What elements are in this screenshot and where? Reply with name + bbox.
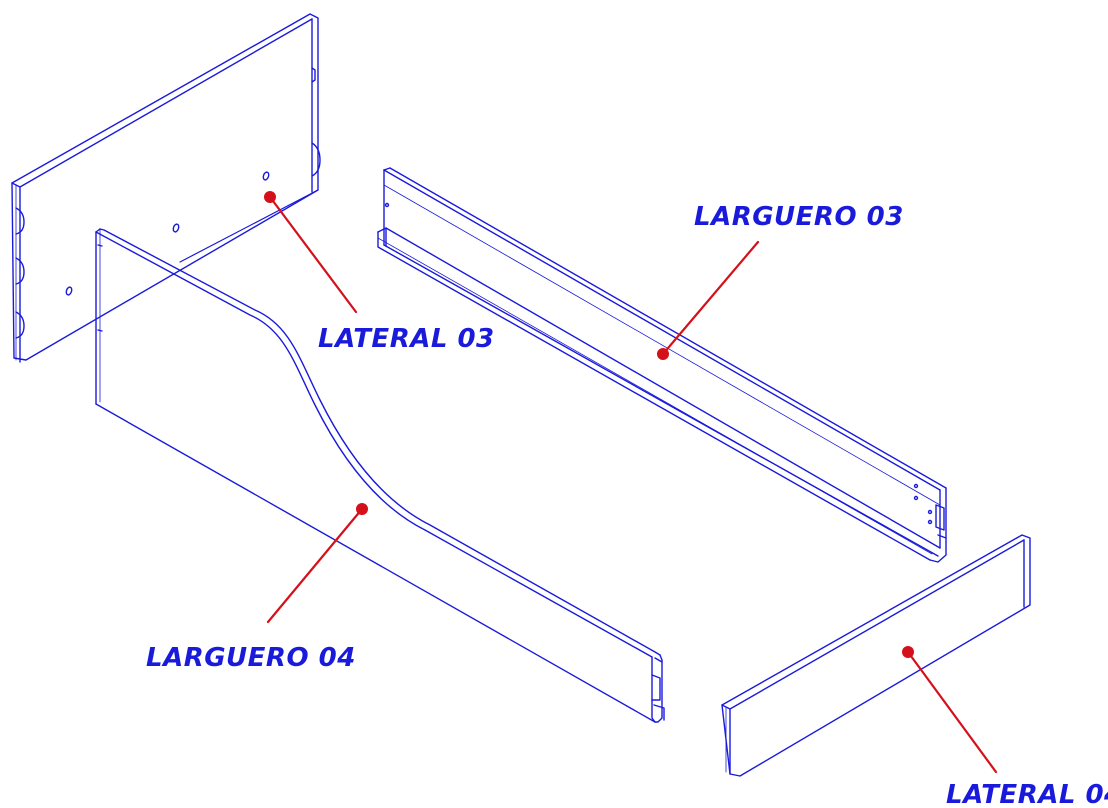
callout-dot-lateral-04 [902, 646, 914, 658]
callout-dot-lateral-03 [264, 191, 276, 203]
lateral-04-panel [721, 534, 1031, 777]
callout-line-lateral-03 [268, 195, 358, 314]
label-lateral-03: LATERAL 03 [318, 324, 495, 354]
callout-dots [264, 191, 914, 658]
callout-dot-larguero-03 [657, 348, 669, 360]
larguero-03-panel [377, 167, 947, 563]
callouts [266, 195, 998, 774]
callout-line-larguero-04 [266, 507, 364, 624]
label-larguero-04: LARGUERO 04 [146, 643, 356, 673]
larguero-04-panel [95, 228, 665, 723]
callout-dot-larguero-04 [356, 503, 368, 515]
callout-line-larguero-03 [661, 240, 760, 356]
callout-line-lateral-04 [906, 650, 998, 774]
label-larguero-03: LARGUERO 03 [694, 202, 904, 232]
lateral-03-panel [11, 13, 321, 363]
label-lateral-04: LATERAL 04 [946, 780, 1108, 808]
